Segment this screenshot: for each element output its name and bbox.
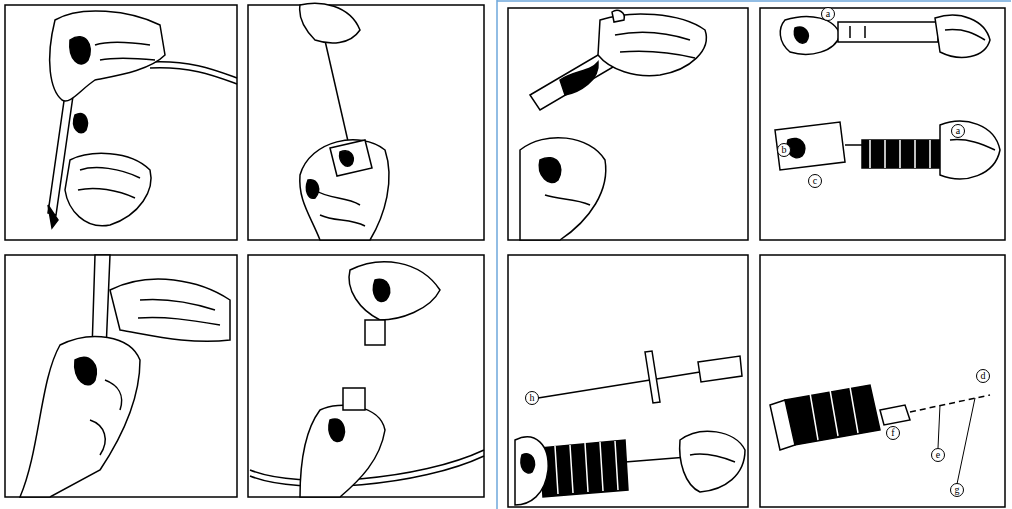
panel-5-sketch — [520, 10, 706, 240]
group-divider — [497, 0, 1011, 509]
callout-letter: b — [777, 143, 791, 157]
callout-letter: a — [821, 7, 835, 21]
callout-letter: a — [951, 124, 965, 138]
panel-1-sketch — [48, 11, 237, 228]
panel-3-sketch — [20, 255, 230, 497]
callout-letter: h — [525, 391, 539, 405]
panel-2-sketch — [300, 3, 389, 240]
panel-4-sketch — [250, 262, 484, 497]
callout-letter: c — [808, 174, 822, 188]
panel-frames — [5, 5, 1005, 507]
callout-letter: f — [886, 426, 900, 440]
panel-6-sketch — [775, 15, 1000, 179]
callout-letter: d — [976, 369, 990, 383]
callout-letter: e — [931, 448, 945, 462]
panel-8-sketch — [770, 385, 990, 484]
callout-letter: g — [950, 483, 964, 497]
panel-7-sketch — [515, 351, 745, 505]
